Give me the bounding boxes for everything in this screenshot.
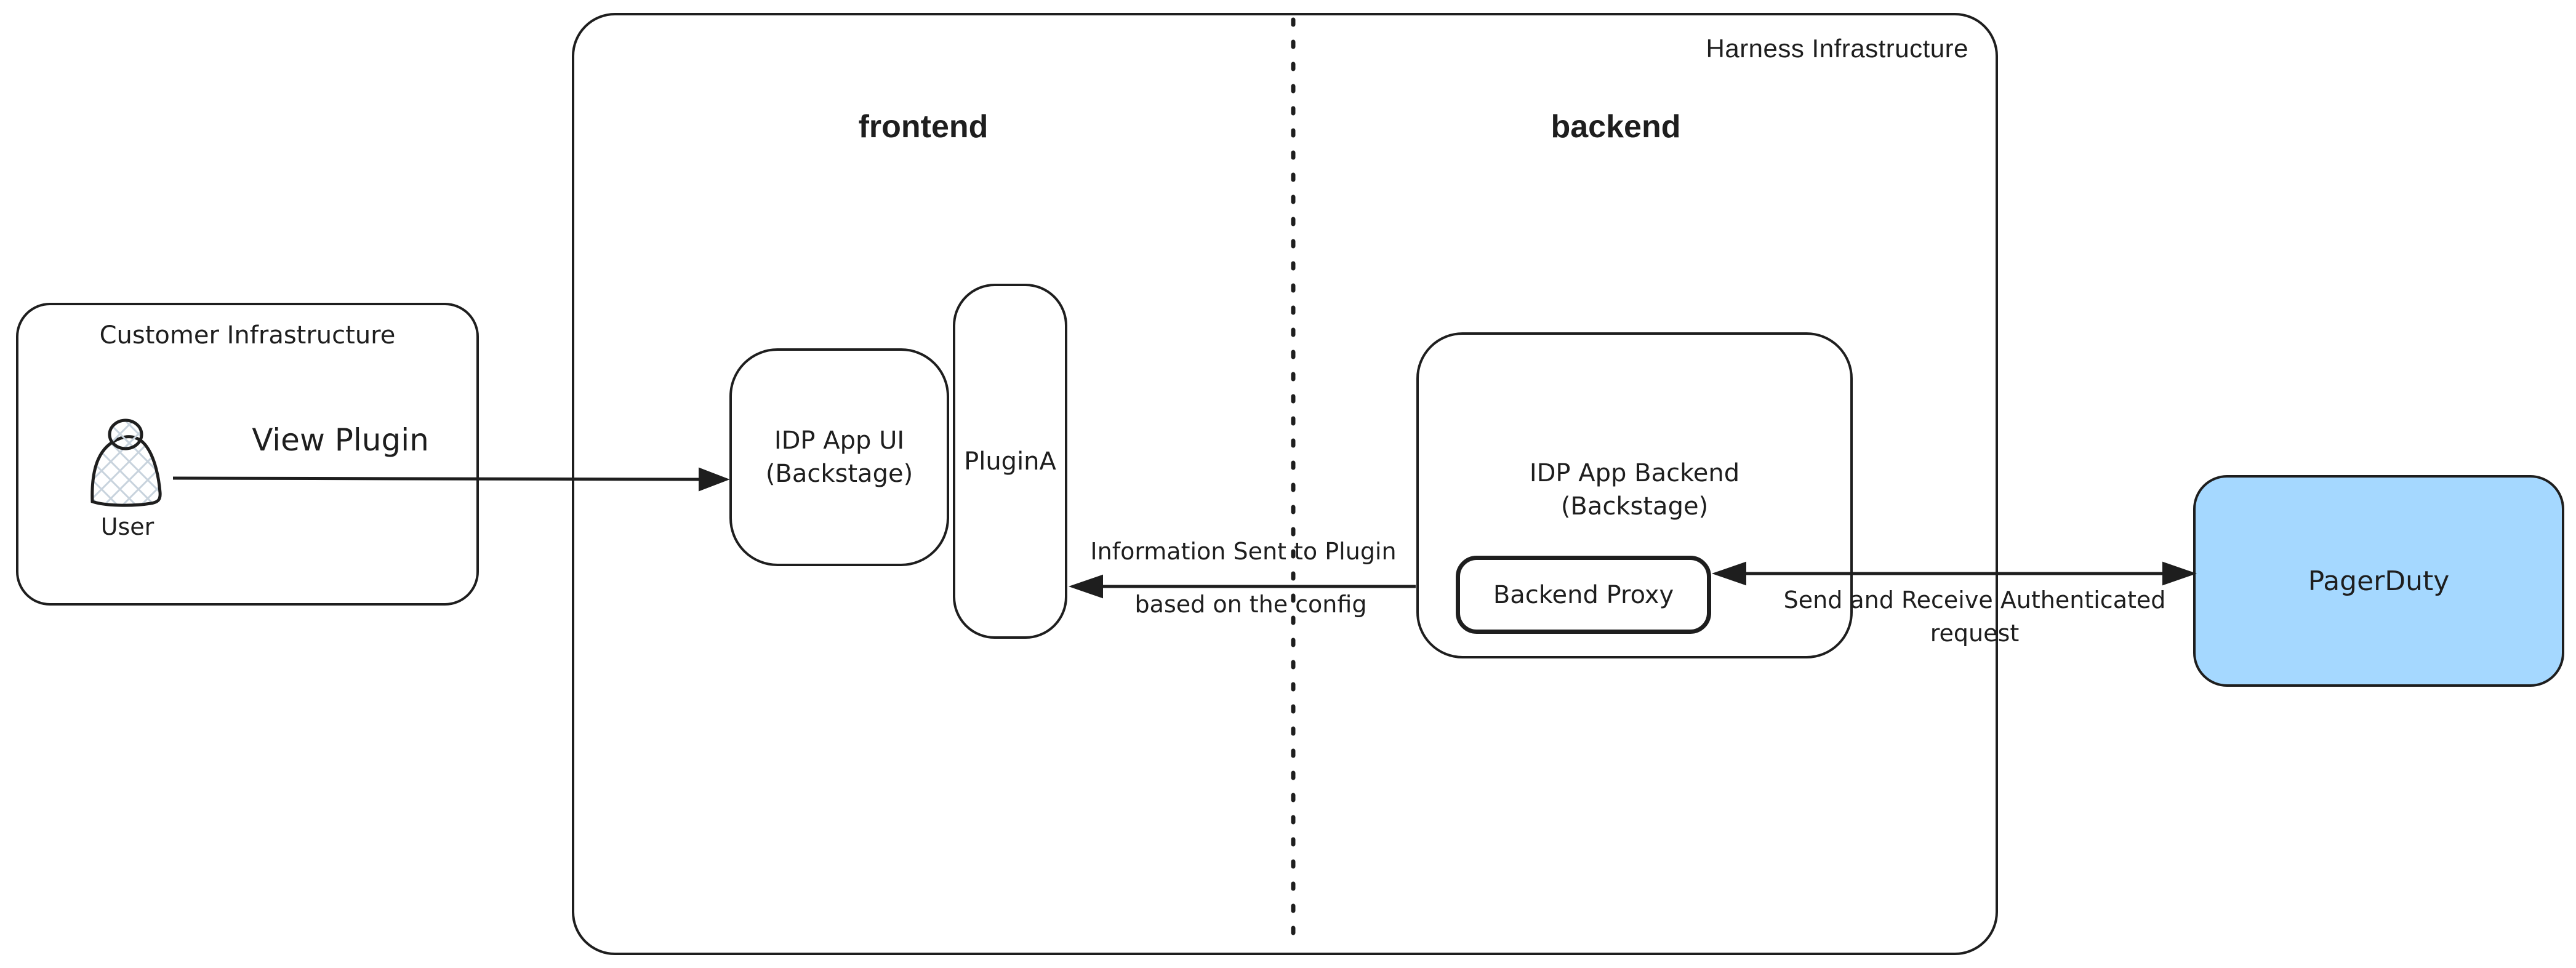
backend-proxy-label: Backend Proxy — [1493, 580, 1674, 609]
idp-app-ui-label-line2: (Backstage) — [765, 460, 913, 488]
frontend-section-label: frontend — [858, 109, 989, 145]
backend-section-label: backend — [1551, 109, 1681, 145]
idp-app-backend-label: IDP App Backend (Backstage) — [1419, 457, 1850, 523]
view-plugin-edge-label: View Plugin — [252, 422, 429, 458]
info-sent-edge-label-line2: based on the config — [1134, 591, 1367, 618]
send-receive-edge-label-line1: Send and Receive Authenticated — [1783, 586, 2166, 614]
idp-app-ui-box: IDP App UI (Backstage) — [729, 348, 949, 566]
idp-app-ui-label-line1: IDP App UI — [774, 426, 905, 455]
idp-app-backend-label-line1: IDP App Backend — [1529, 459, 1740, 487]
plugin-a-box: PluginA — [953, 284, 1067, 639]
backend-proxy-box: Backend Proxy — [1456, 556, 1711, 634]
send-receive-edge-label-line2: request — [1930, 620, 2020, 647]
customer-infrastructure-box: Customer Infrastructure — [16, 303, 479, 606]
pagerduty-box: PagerDuty — [2193, 475, 2564, 687]
user-label: User — [100, 513, 154, 540]
customer-infrastructure-label: Customer Infrastructure — [99, 321, 396, 350]
harness-infrastructure-label: Harness Infrastructure — [1706, 34, 1968, 63]
idp-app-backend-label-line2: (Backstage) — [1560, 492, 1709, 521]
send-receive-edge-label: Send and Receive Authenticated request — [1772, 583, 2178, 650]
info-sent-edge-label-line1: Information Sent to Plugin — [1090, 538, 1397, 565]
plugin-a-label: PluginA — [964, 447, 1056, 476]
pagerduty-label: PagerDuty — [2308, 565, 2450, 597]
